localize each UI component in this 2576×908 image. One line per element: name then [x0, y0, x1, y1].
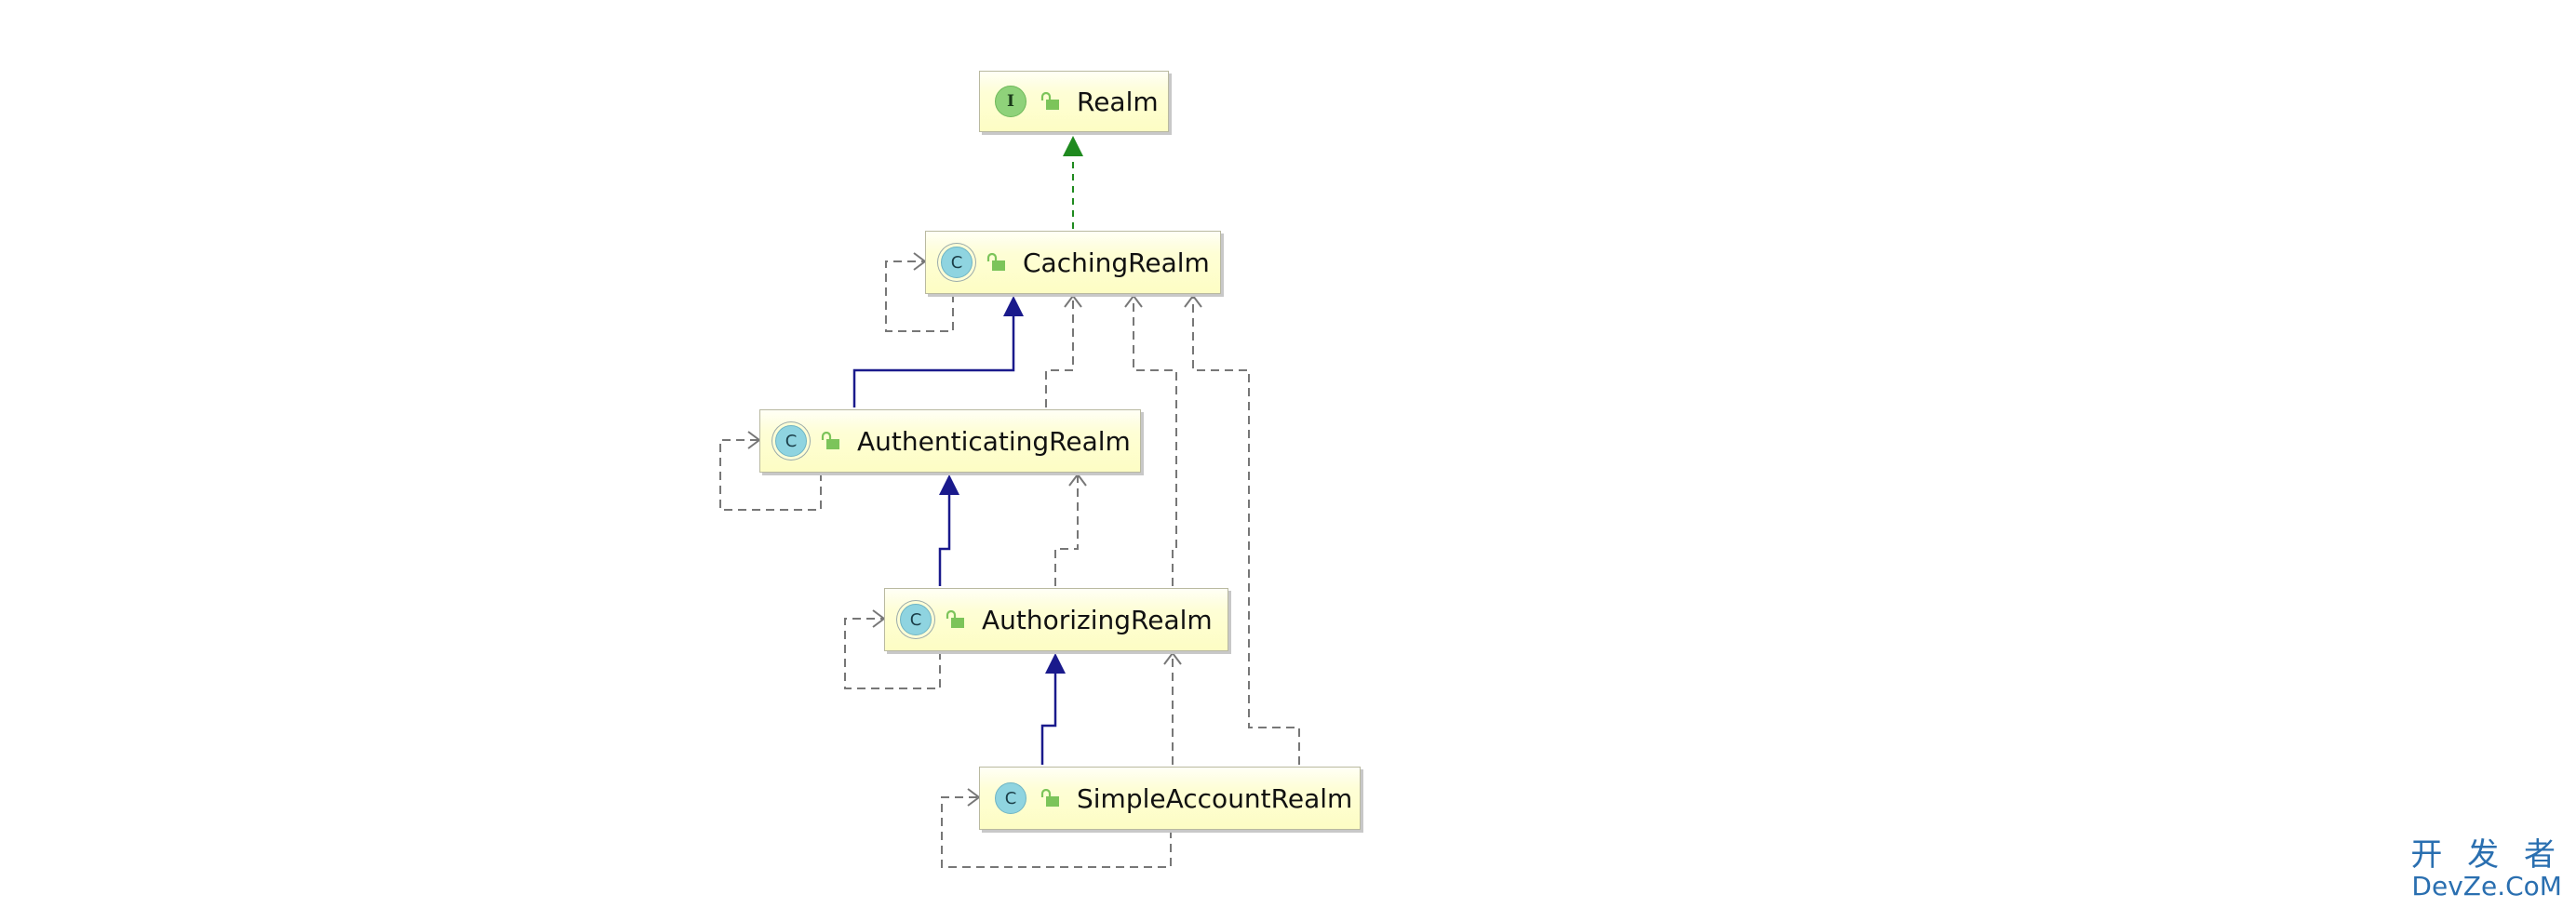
- node-label: AuthorizingRealm: [982, 604, 1213, 635]
- node-realm[interactable]: I Realm: [979, 71, 1169, 132]
- abstract-class-badge-icon: C: [900, 604, 932, 635]
- edge-dependency-authorizing-authenticating: [1054, 473, 1087, 586]
- edge-implements-caching-realm: [1063, 136, 1083, 229]
- unlocked-icon: [1040, 92, 1059, 110]
- edge-dependency-authorizing-caching: [1124, 294, 1177, 586]
- node-authorizing-realm[interactable]: C AuthorizingRealm: [884, 588, 1228, 651]
- edge-dependency-authenticating-caching: [1045, 294, 1082, 407]
- unlocked-icon: [1040, 789, 1059, 807]
- class-badge-icon: C: [995, 782, 1026, 814]
- node-simple-account-realm[interactable]: C SimpleAccountRealm: [979, 767, 1361, 830]
- node-authenticating-realm[interactable]: C AuthenticatingRealm: [759, 409, 1141, 473]
- watermark: 开 发 者 DevZe.CoM: [2410, 837, 2563, 901]
- watermark-line2: DevZe.CoM: [2411, 871, 2562, 901]
- edge-dependency-simpleaccount-authorizing: [1163, 651, 1182, 765]
- unlocked-icon: [986, 253, 1005, 271]
- watermark-line1: 开 发 者: [2410, 836, 2563, 874]
- edge-extends-simpleaccount-authorizing: [1040, 653, 1066, 765]
- edge-extends-authorizing-authenticating: [938, 474, 959, 586]
- abstract-class-badge-icon: C: [941, 247, 973, 278]
- node-label: Realm: [1077, 86, 1159, 117]
- node-label: SimpleAccountRealm: [1077, 782, 1353, 814]
- edge-dependency-simpleaccount-caching: [1184, 294, 1300, 765]
- unlocked-icon: [946, 610, 964, 628]
- node-caching-realm[interactable]: C CachingRealm: [925, 231, 1221, 294]
- abstract-class-badge-icon: C: [775, 425, 807, 457]
- node-label: AuthenticatingRealm: [857, 425, 1131, 457]
- unlocked-icon: [821, 432, 839, 449]
- node-label: CachingRealm: [1023, 247, 1210, 278]
- edge-extends-authenticating-caching: [852, 296, 1024, 407]
- interface-badge-icon: I: [995, 86, 1026, 117]
